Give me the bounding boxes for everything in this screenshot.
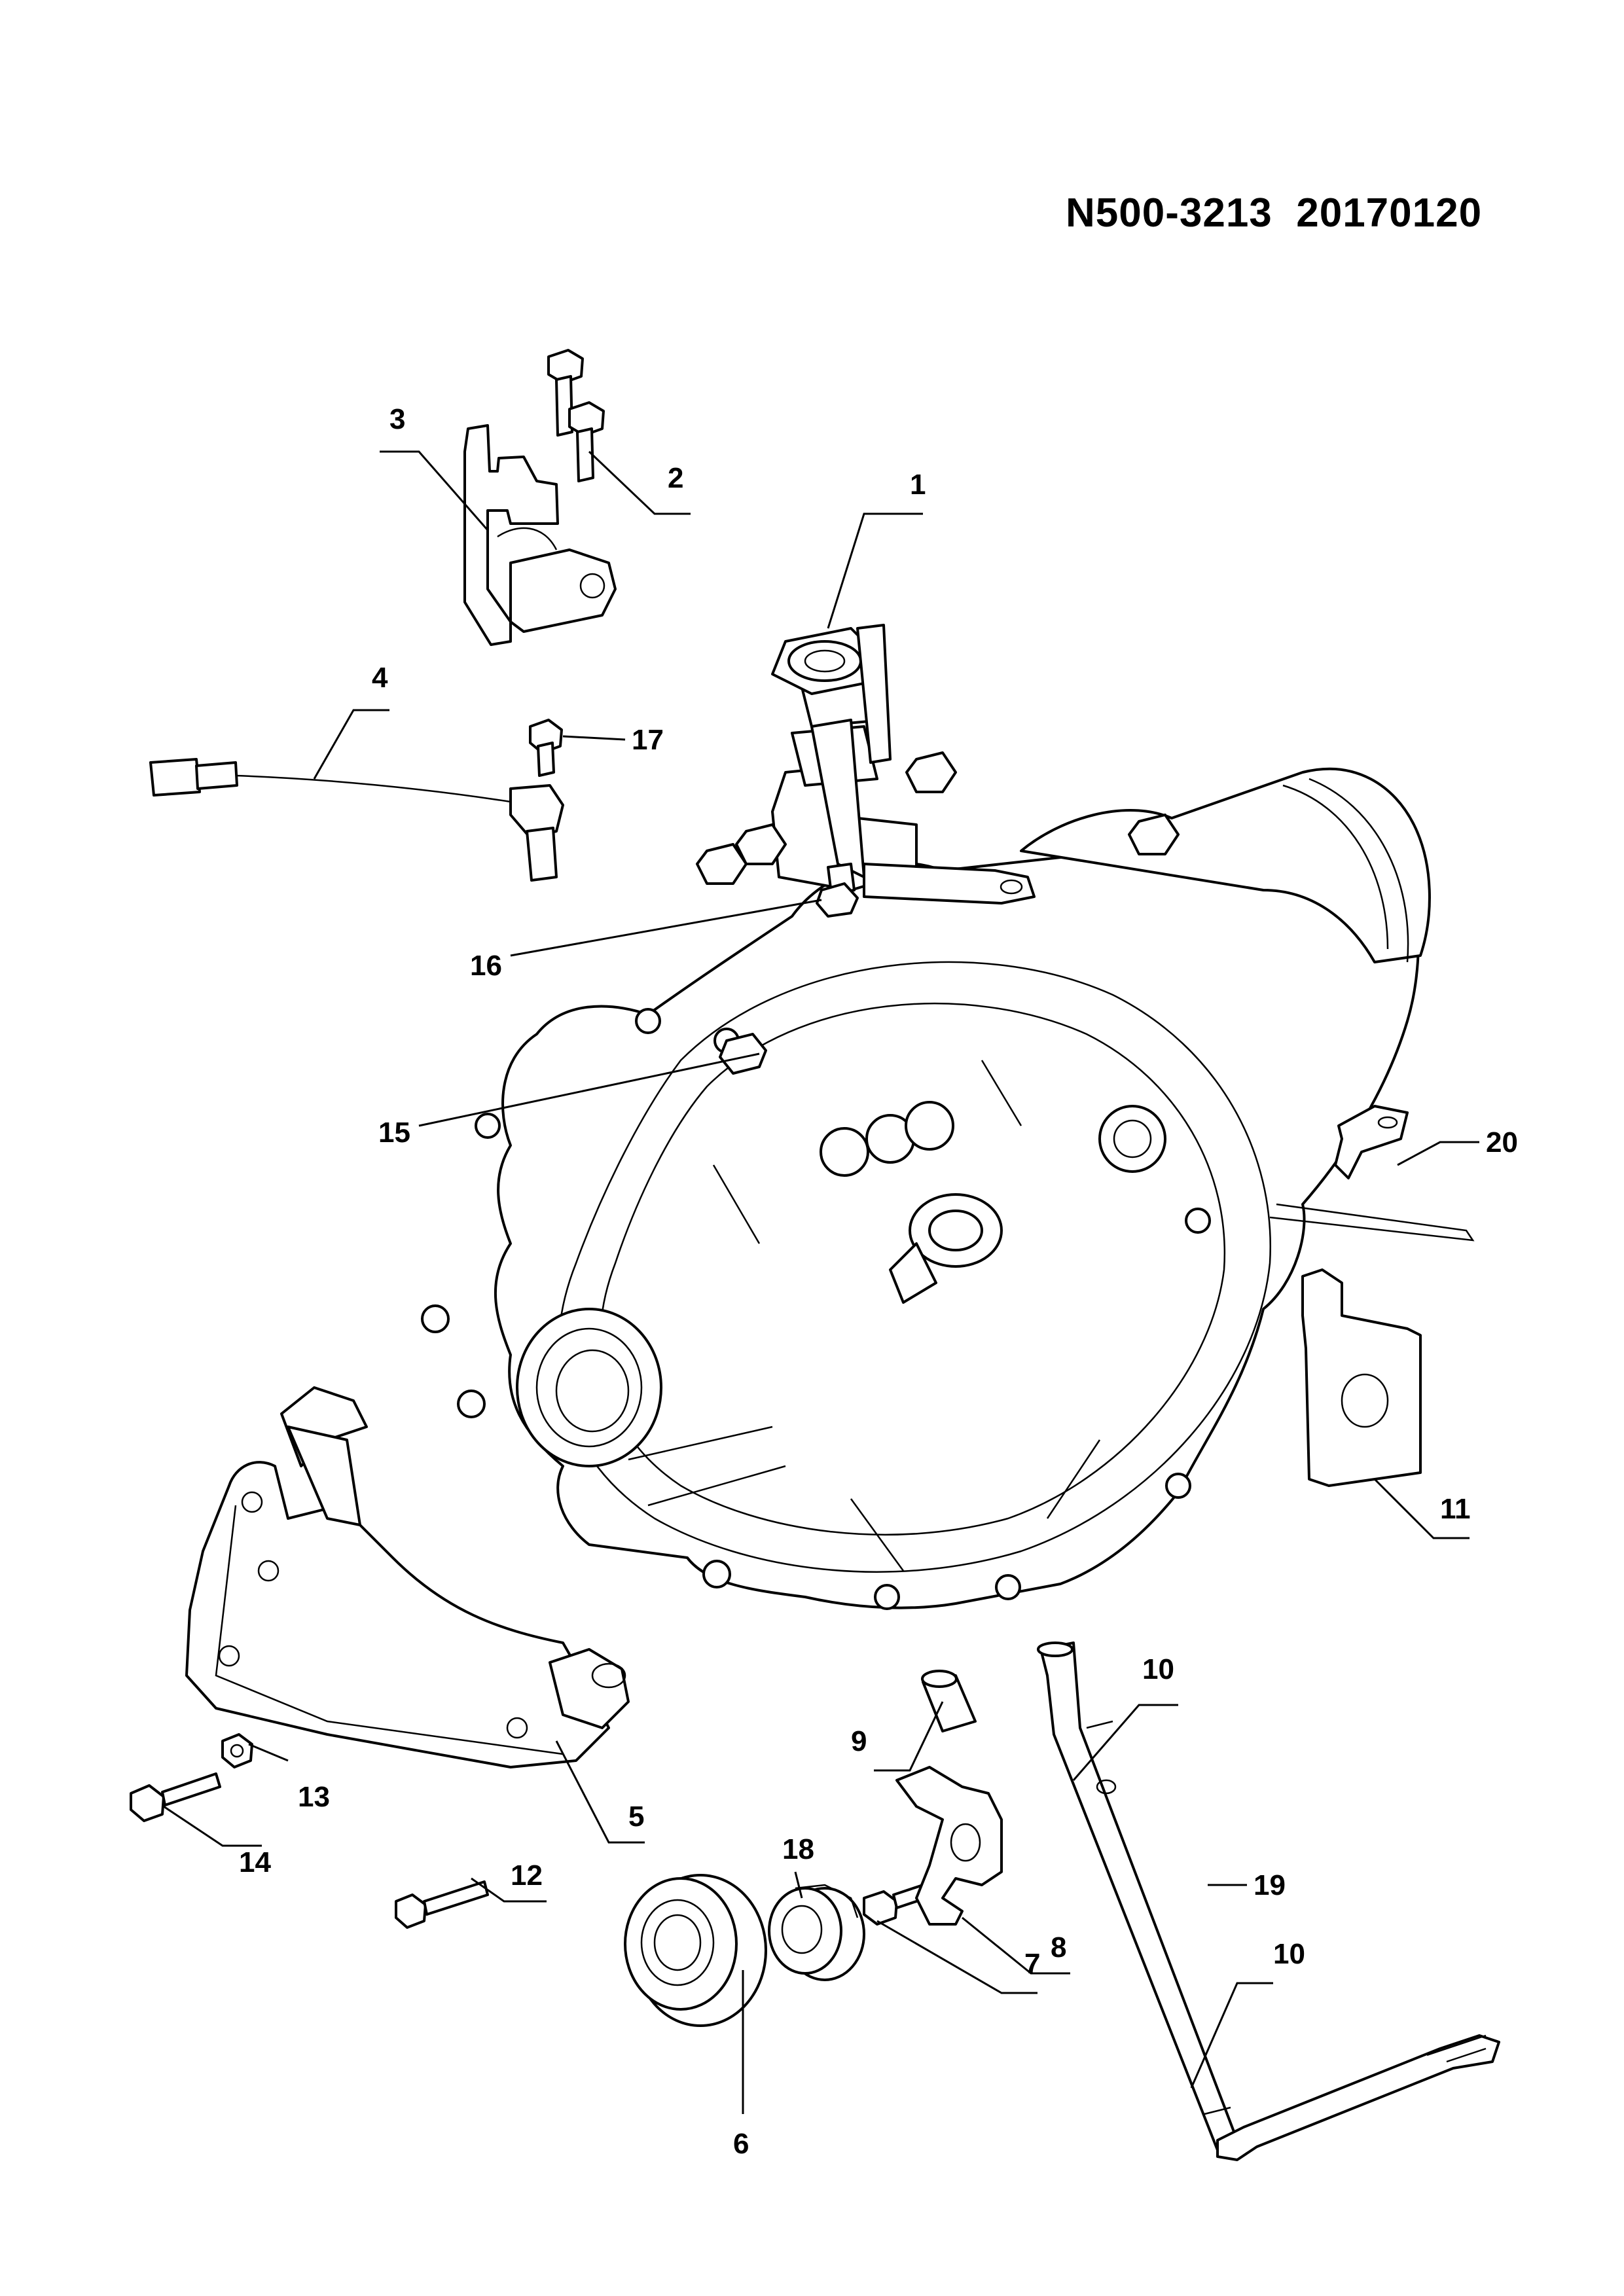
callout-19: 19 bbox=[1254, 1869, 1286, 1901]
callout-9: 9 bbox=[851, 1725, 867, 1757]
part-9-bushing bbox=[921, 1670, 977, 1732]
callout-20: 20 bbox=[1486, 1126, 1518, 1158]
part-19-release-shaft bbox=[1037, 1641, 1238, 2151]
part-20-clip bbox=[1269, 1105, 1475, 1242]
callout-12: 12 bbox=[511, 1859, 543, 1892]
callout-16: 16 bbox=[470, 950, 502, 982]
transmission-housing bbox=[421, 666, 1431, 1610]
part-15-plug bbox=[719, 1033, 767, 1075]
part-13-nut bbox=[221, 1733, 253, 1768]
part-10-shaft-lever bbox=[1216, 2034, 1500, 2161]
part-2-bolts bbox=[547, 349, 605, 482]
part-1-shift-lever bbox=[771, 624, 1036, 905]
part-14-bolt bbox=[130, 1772, 221, 1822]
callout-13: 13 bbox=[298, 1781, 330, 1813]
part-16-bolt bbox=[816, 882, 859, 918]
part-17-bolt bbox=[529, 719, 563, 777]
callout-2: 2 bbox=[668, 462, 683, 494]
callout-11: 11 bbox=[1440, 1493, 1471, 1525]
callout-8: 8 bbox=[1051, 1931, 1066, 1964]
document-code: N500-3213 20170120 bbox=[1066, 190, 1483, 236]
callout-15: 15 bbox=[378, 1117, 410, 1149]
part-18-release-bearing bbox=[768, 1884, 865, 1981]
callout-4: 4 bbox=[372, 662, 388, 694]
part-11-bracket bbox=[1301, 1268, 1422, 1487]
callout-18: 18 bbox=[782, 1833, 814, 1865]
part-6-bearing bbox=[624, 1874, 767, 2027]
part-5-mount-plate bbox=[185, 1386, 630, 1768]
leader-lines bbox=[163, 450, 1479, 2114]
callout-6: 6 bbox=[733, 2128, 749, 2160]
part-4-speed-sensor bbox=[149, 758, 564, 882]
part-8-release-fork bbox=[895, 1766, 1003, 1926]
callout-14: 14 bbox=[239, 1846, 271, 1878]
callout-1: 1 bbox=[910, 469, 926, 501]
part-12-bolt bbox=[395, 1880, 489, 1929]
callout-7: 7 bbox=[1024, 1948, 1040, 1980]
callout-5: 5 bbox=[628, 1801, 644, 1833]
callout-labels: 1 2 3 4 5 6 7 8 9 10 10 11 12 13 14 15 1… bbox=[239, 403, 1518, 2160]
callout-17: 17 bbox=[632, 724, 664, 756]
callout-10-upper: 10 bbox=[1142, 1653, 1174, 1685]
callout-10-lower: 10 bbox=[1273, 1938, 1305, 1970]
callout-3: 3 bbox=[389, 403, 405, 435]
part-3-bracket bbox=[463, 424, 617, 646]
